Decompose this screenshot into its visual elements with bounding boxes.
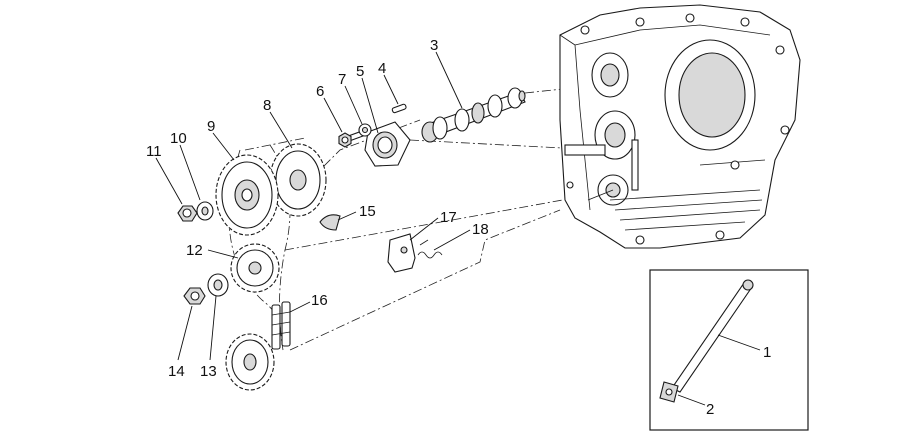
chain-tensioner: [387, 233, 416, 273]
callout-11: 11: [146, 143, 162, 160]
intermediate-washer: [207, 273, 229, 297]
callout-17: 17: [440, 209, 457, 226]
cam-gear: [269, 143, 327, 217]
tensioner-spring: [417, 239, 443, 259]
camshaft: [421, 87, 526, 143]
callout-4: 4: [378, 60, 386, 77]
callout-7: 7: [338, 71, 346, 88]
gear-washer: [196, 201, 214, 221]
crank-sprocket: [225, 333, 275, 391]
leader-lines: [155, 51, 761, 406]
callout-18: 18: [472, 221, 489, 238]
callout-14: 14: [168, 363, 185, 380]
callout-1: 1: [763, 344, 771, 361]
flange-washer: [358, 123, 372, 137]
inset-panel: [649, 269, 809, 431]
timing-chain: [271, 301, 291, 350]
intermediate-gear: [230, 243, 280, 293]
dowel-pin: [391, 103, 407, 114]
callout-10: 10: [170, 130, 187, 147]
camshaft-flange: [364, 121, 411, 167]
callout-13: 13: [200, 363, 217, 380]
gear-nut: [177, 205, 198, 222]
callout-12: 12: [186, 242, 203, 259]
crankcase: [559, 4, 801, 249]
callout-16: 16: [311, 292, 328, 309]
callout-6: 6: [316, 83, 324, 100]
callout-2: 2: [706, 401, 714, 418]
large-gear: [215, 154, 279, 236]
callout-8: 8: [263, 97, 271, 114]
intermediate-nut: [183, 287, 206, 305]
callout-9: 9: [207, 118, 215, 135]
callout-labels: 1 2 3 4 5 6 7 8 9 10 11 12 13 14 15 16 1…: [146, 37, 771, 418]
callout-5: 5: [356, 63, 364, 80]
rod-clip: [659, 381, 679, 403]
woodruff-key: [319, 214, 341, 231]
callout-3: 3: [430, 37, 438, 54]
callout-15: 15: [359, 203, 376, 220]
dipstick-rod: [671, 279, 754, 393]
